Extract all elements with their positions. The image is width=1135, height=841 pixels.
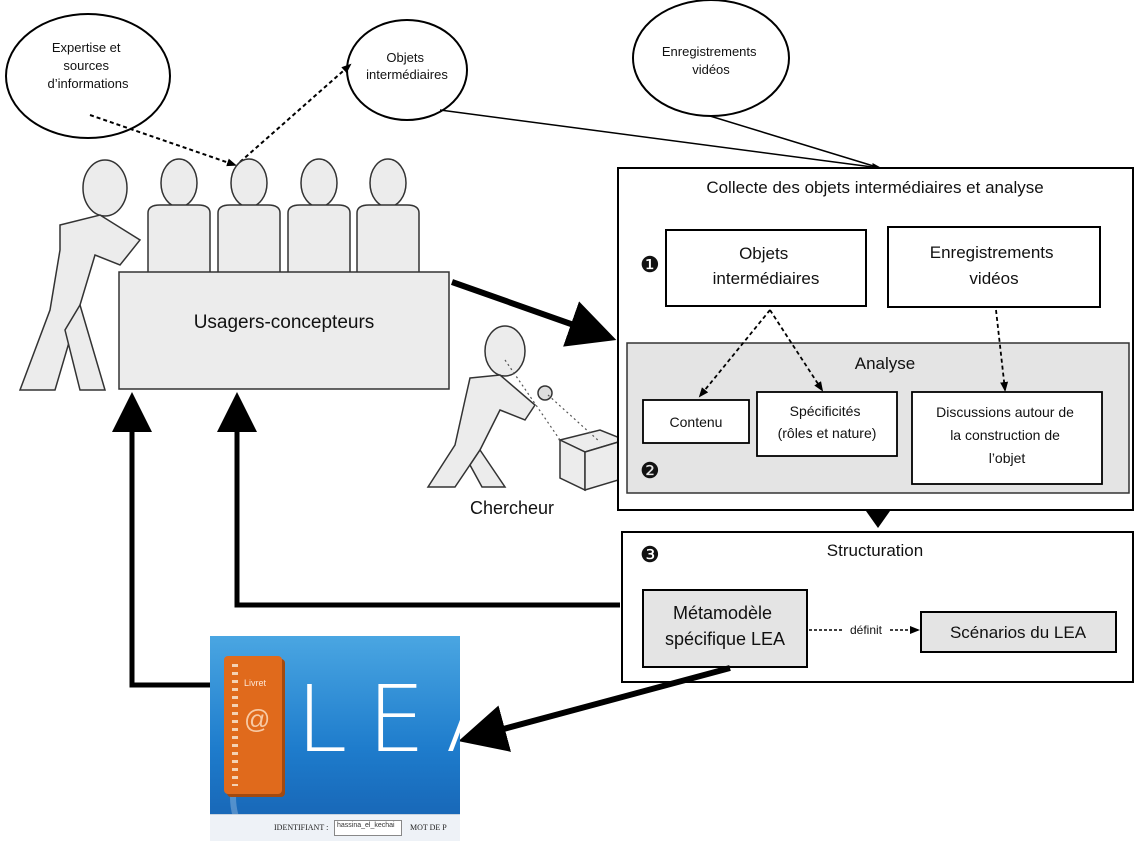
- discussions-text: Discussions autour de la construction de…: [936, 404, 1078, 466]
- contenu-label: Contenu: [670, 414, 723, 430]
- arrow-usagers-to-collecte: [451, 279, 617, 347]
- ellipse-enregistrements-line1: Enregistrements: [662, 44, 757, 59]
- metamodele-text: Métamodèle spécifique LEA: [665, 603, 785, 649]
- ellipse-enregistrements-line2: vidéos: [692, 62, 730, 77]
- chercheur-sight-line2: [504, 359, 561, 441]
- arrow-metamodele-to-lea: [458, 665, 731, 752]
- svg-text:Expertise et sources: Expertise et sources d’informations: [48, 40, 129, 91]
- lea-login-bar: IDENTIFIANT : hassina_el_kechai MOT DE P: [210, 814, 460, 841]
- ellipse-enregistrements: Enregistrements vidéos: [632, 0, 790, 117]
- ellipse-objets: Objets intermédiaires: [346, 19, 468, 121]
- analyse-title: Analyse: [855, 354, 915, 373]
- box-enregistrements-text: Enregistrements vidéos: [930, 243, 1059, 288]
- marker-2: ❷: [640, 458, 660, 483]
- mot-de-passe-label: MOT DE P: [410, 823, 447, 832]
- structuration-box: Structuration ❸ Métamodèle spécifique LE…: [621, 531, 1134, 683]
- usagers-label: Usagers-concepteurs: [194, 312, 375, 333]
- identifiant-label: IDENTIFIANT :: [274, 823, 329, 832]
- marker-1: ❶: [640, 252, 660, 277]
- chercheur-sight-line1: [547, 394, 601, 443]
- svg-text:Objets intermédiaires: Objets intermédiaires: [366, 50, 448, 82]
- arrow-lea-to-usagers: [112, 392, 213, 688]
- analyse-box: Analyse Contenu Spécificités (rôles et n…: [626, 342, 1130, 494]
- lea-screenshot: Livret @ LEA IDENTIFIANT : hassina_el_ke…: [210, 636, 460, 841]
- svg-text:Enregistrements vidéos: Enregistrements vidéos: [662, 44, 760, 77]
- walking-person-figure: [18, 159, 142, 391]
- lea-notebook-icon: Livret @: [224, 656, 282, 794]
- arrow-structuration-to-usagers: [217, 392, 620, 608]
- chercheur-figure: [426, 325, 628, 492]
- notebook-at-sign: @: [244, 704, 271, 734]
- arrow-collecte-to-structuration: [866, 511, 890, 528]
- specificites-text: Spécificités (rôles et nature): [778, 403, 877, 441]
- ellipse-expertise-line2: sources: [63, 58, 109, 73]
- chercheur-label: Chercheur: [470, 498, 554, 518]
- arrow-enregistrements-to-collecte: [709, 115, 881, 169]
- arrow-objets-to-specificites: [769, 309, 824, 392]
- definit-label: définit: [850, 623, 883, 637]
- structuration-title: Structuration: [827, 541, 923, 560]
- ellipse-expertise-line1: Expertise et: [52, 40, 121, 55]
- arrow-objets-to-collecte: [439, 109, 882, 171]
- seated-people-group: [147, 158, 420, 276]
- lea-logo: LEA: [296, 666, 460, 773]
- ellipse-expertise: Expertise et sources d’informations: [5, 13, 171, 139]
- arrow-objets-to-contenu: [698, 309, 771, 398]
- box-objets-text: Objets intermédiaires: [713, 244, 820, 288]
- arrow-expertise-to-people: [89, 114, 237, 167]
- usagers-box: Usagers-concepteurs: [118, 271, 450, 390]
- notebook-title: Livret: [244, 678, 267, 688]
- ellipse-objets-line2: intermédiaires: [366, 67, 448, 82]
- identifiant-input[interactable]: hassina_el_kechai: [334, 820, 402, 836]
- ellipse-objets-line1: Objets: [386, 50, 424, 65]
- arrow-people-to-objets: [239, 63, 352, 163]
- notebook-rings: [232, 664, 238, 786]
- collecte-title: Collecte des objets intermédiaires et an…: [706, 178, 1043, 197]
- ellipse-expertise-line3: d’informations: [48, 76, 129, 91]
- scenarios-label: Scénarios du LEA: [950, 623, 1087, 642]
- marker-3: ❸: [640, 542, 660, 567]
